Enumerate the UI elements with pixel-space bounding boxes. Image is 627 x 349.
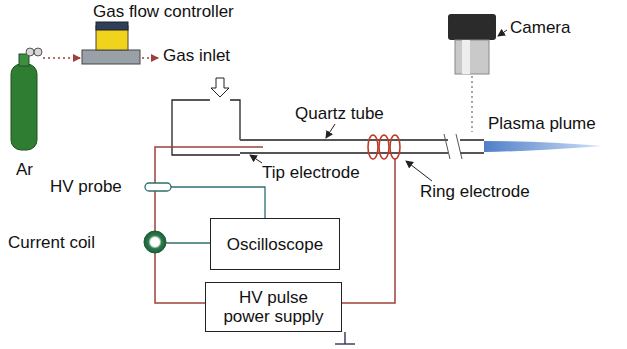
coil-cable [166,242,210,243]
electrode-label: Tip electrode [262,163,360,183]
plume-label: Plasma plume [488,114,596,134]
leader-line [498,30,507,36]
hv-probe [145,183,171,191]
camera-icon [448,14,496,74]
probe-label: HV probe [50,177,122,197]
gas-line [43,57,80,59]
probe-cable [171,187,265,218]
device-label: Gas flow controller [93,2,234,22]
leader-line [250,155,262,163]
coil-label: Current coil [8,233,95,253]
gas-label: Ar [16,160,33,180]
ground-symbol [335,332,355,344]
inlet-label: Gas inlet [163,46,230,66]
inlet-arrow [211,78,229,97]
power-supply-box: HV pulse power supply [205,282,342,332]
tube-label: Quartz tube [295,104,384,124]
ring-electrode [368,135,400,159]
hv-wire [155,147,395,303]
flow-controller-icon [82,22,140,64]
gas-cylinder [11,48,42,150]
leader-line [406,161,432,181]
leader-line [326,124,335,138]
electrode-label: Ring electrode [420,182,530,202]
camera-label: Camera [510,18,570,38]
plasma-plume [484,141,602,152]
oscilloscope-box: Oscilloscope [210,218,340,270]
box-text: HV pulse power supply [214,288,333,326]
view-line [471,76,472,132]
quartz-tube [240,134,484,159]
gas-line [142,57,158,59]
current-coil [144,231,166,253]
box-text: Oscilloscope [227,235,323,254]
